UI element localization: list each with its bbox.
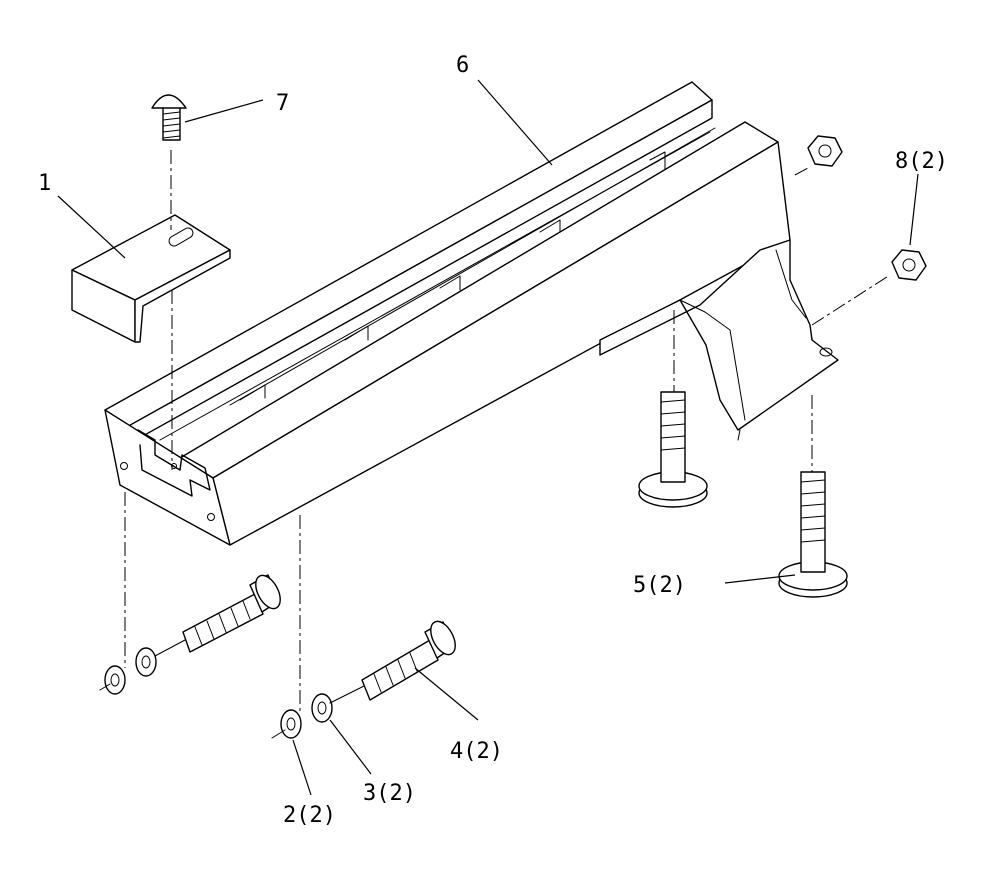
screw-part-7 [151, 94, 187, 141]
callout-6: 6 [456, 53, 469, 78]
washer-part-3-right [311, 693, 333, 723]
screw-part-5-right [778, 471, 848, 598]
clamp-plate-part-1 [71, 214, 231, 343]
hex-nut-part-8-lower [891, 249, 927, 281]
rail-body-part-6 [104, 81, 839, 546]
washer-part-3-left [135, 647, 157, 677]
washer-part-2-left [104, 665, 126, 695]
callout-7: 7 [276, 91, 289, 116]
callout-4: 4(2) [450, 739, 503, 764]
hex-nut-part-8-upper [807, 135, 843, 167]
callout-8: 8(2) [895, 149, 948, 174]
leader-lines [57, 79, 919, 796]
callout-5: 5(2) [633, 573, 686, 598]
socket-screw-part-4-right [361, 620, 456, 701]
callout-2: 2(2) [283, 803, 336, 828]
callout-3: 3(2) [363, 781, 416, 806]
assembly-lines [99, 150, 891, 739]
callout-1: 1 [38, 171, 51, 196]
screw-part-5-left [638, 391, 708, 508]
washer-part-2-right [280, 709, 302, 739]
socket-screw-part-4-left [182, 574, 281, 653]
